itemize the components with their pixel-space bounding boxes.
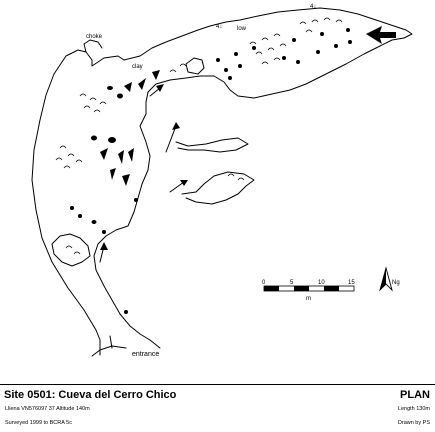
boulder-field xyxy=(70,28,352,314)
rock-island xyxy=(185,57,205,75)
arrow-head-2 xyxy=(180,180,188,186)
label-clay: clay xyxy=(132,64,143,70)
side-passage-1 xyxy=(175,137,249,153)
scallop-marks xyxy=(55,17,343,255)
direction-arrow-1 xyxy=(165,125,177,153)
cave-length: Length 130m xyxy=(397,406,430,412)
location-info: Lliena VN576097 37 Altitude 140m xyxy=(5,406,90,412)
scale-tick-5: 5 xyxy=(290,280,294,286)
arrow-head-east xyxy=(366,26,396,44)
survey-grade: Surveyed 1999 to BCRA 5c xyxy=(5,420,72,426)
scale-tick-10: 10 xyxy=(318,280,325,286)
side-passage-2 xyxy=(181,171,255,205)
north-arrow: Ng xyxy=(379,266,400,292)
label-height-a: 4↓ xyxy=(216,24,222,30)
entrance-ground-line xyxy=(91,345,127,357)
scale-tick-15: 15 xyxy=(348,280,355,286)
site-title: Site 0501: Cueva del Cerro Chico xyxy=(4,389,177,401)
lower-rock-outcrop xyxy=(51,233,91,267)
label-low: low xyxy=(237,26,247,32)
north-arrow-label: Ng xyxy=(392,280,400,286)
entrance-drop-line xyxy=(109,335,113,349)
label-choke: choke xyxy=(86,34,103,40)
scale-tick-0: 0 xyxy=(262,280,266,286)
choke-passage xyxy=(83,39,103,53)
arrow-head-3 xyxy=(100,242,108,250)
direction-arrow-2 xyxy=(169,181,185,193)
survey-type: PLAN xyxy=(400,389,430,401)
scale-unit: m xyxy=(306,296,311,302)
drawn-by: Drawn by PS xyxy=(397,420,430,426)
cave-wall-outline xyxy=(31,7,413,356)
title-block-rule xyxy=(0,384,435,385)
arrow-head-4 xyxy=(156,84,164,92)
scale-bar: 0 5 10 15 m xyxy=(262,280,355,302)
arrow-head-1 xyxy=(172,122,180,130)
label-height-b: 4↓ xyxy=(310,4,316,10)
title-block: Site 0501: Cueva del Cerro Chico PLAN Ll… xyxy=(0,384,435,432)
label-entrance: entrance xyxy=(132,351,159,358)
